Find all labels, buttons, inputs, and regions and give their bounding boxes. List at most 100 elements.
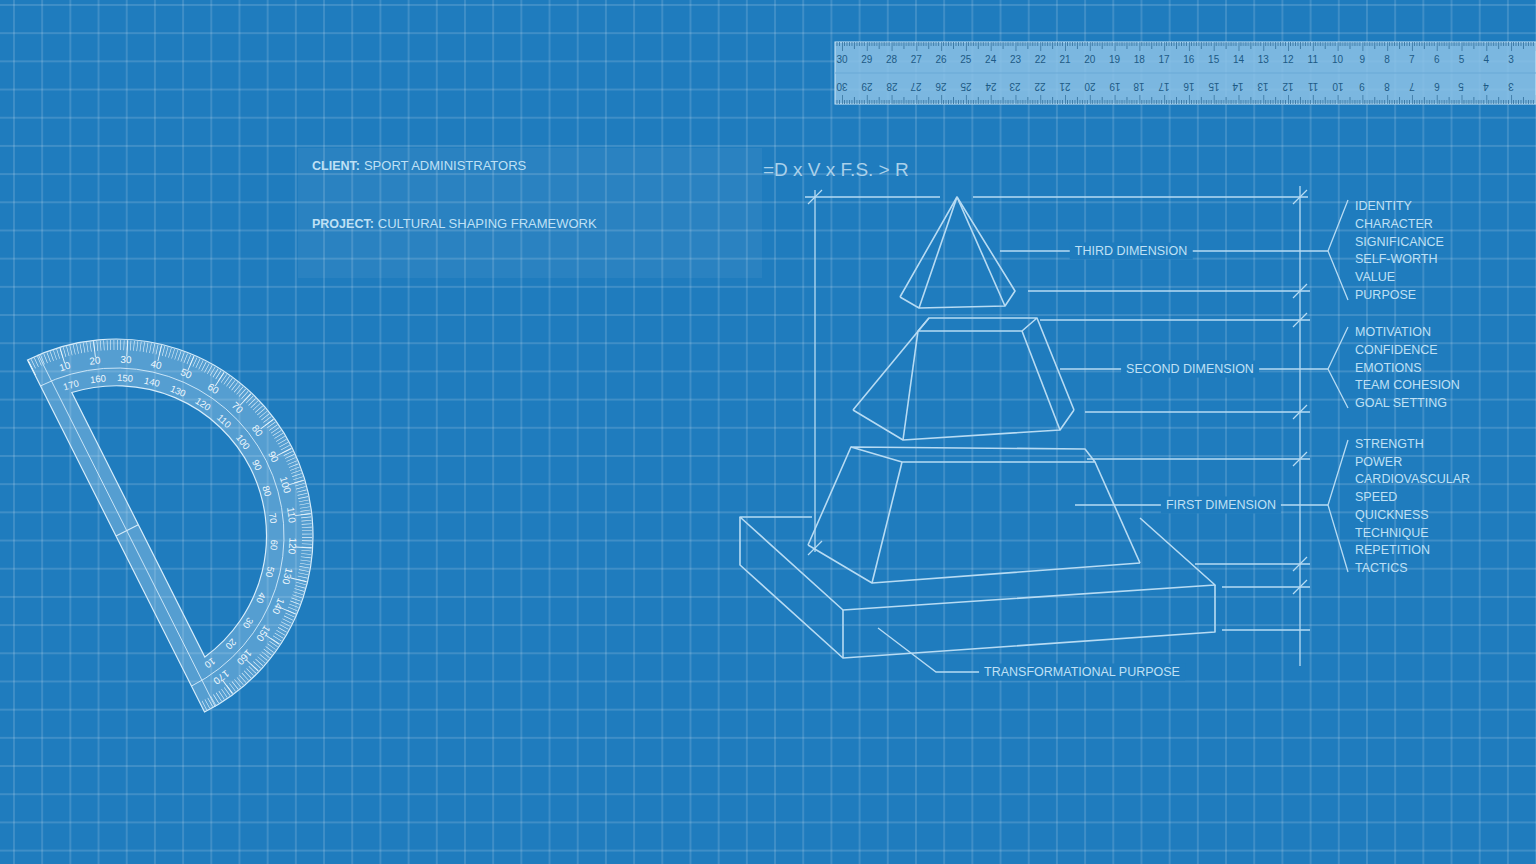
top-tier-edge (957, 197, 1005, 306)
protractor-number: 150 (117, 372, 133, 384)
list-item: TEAM COHESION (1355, 378, 1460, 393)
list-item: CHARACTER (1355, 216, 1433, 231)
protractor-number: 170 (211, 667, 232, 687)
protractor-number: 130 (280, 567, 296, 586)
field-key: CLIENT: (312, 159, 360, 174)
ruler-number: 16 (1183, 80, 1194, 92)
list-item: REPETITION (1355, 543, 1430, 558)
top-tier-edge (919, 197, 957, 308)
protractor-number: 110 (284, 507, 298, 524)
list-item: SIGNIFICANCE (1355, 234, 1444, 249)
list-item: POWER (1355, 454, 1402, 469)
list-item: MOTIVATION (1355, 325, 1431, 340)
protractor-number: 20 (223, 637, 239, 653)
ruler-number: 24 (985, 80, 996, 92)
ruler-number: 27 (911, 54, 922, 66)
base-slab-sides (740, 517, 1215, 658)
protractor-number: 140 (269, 596, 287, 616)
protractor-number: 170 (61, 377, 79, 392)
list-item: GOAL SETTING (1355, 396, 1447, 411)
protractor-number: 30 (240, 615, 255, 630)
protractor-number: 130 (169, 383, 188, 400)
protractor-number: 70 (267, 512, 280, 524)
bracket (1328, 440, 1348, 572)
protractor-number: 40 (150, 358, 164, 372)
ruler-number: 15 (1208, 54, 1219, 66)
list-item: SELF-WORTH (1355, 252, 1437, 267)
ruler (835, 42, 1536, 104)
ruler-number: 24 (985, 54, 996, 66)
list-item: TECHNIQUE (1355, 525, 1429, 540)
ruler-number: 23 (1010, 80, 1021, 92)
protractor-number: 150 (253, 622, 272, 643)
dimension-line (973, 196, 1308, 197)
protractor-number: 160 (234, 647, 254, 667)
dimension-tick (808, 541, 822, 555)
dimension-line (1028, 290, 1310, 291)
protractor-body (27, 271, 380, 712)
base-line (38, 355, 215, 707)
ruler-number: 20 (1084, 80, 1095, 92)
ruler-number: 4 (1483, 80, 1489, 92)
ruler-number: 28 (886, 54, 897, 66)
ruler-number: 23 (1010, 54, 1021, 66)
bracket (1328, 327, 1348, 408)
dimension-tick (808, 190, 822, 204)
protractor-number: 120 (193, 395, 213, 413)
ruler-number: 7 (1409, 80, 1415, 92)
field-value: SPORT ADMINISTRATORS (364, 158, 526, 174)
field-value: CULTURAL SHAPING FRAMEWORK (378, 216, 597, 232)
protractor-number: 80 (260, 484, 274, 497)
base-slab-edge (842, 610, 844, 658)
ruler-number: 14 (1233, 80, 1244, 92)
base-slab (740, 517, 1215, 658)
ruler-number: 5 (1459, 54, 1465, 66)
ruler-number: 26 (936, 80, 947, 92)
ruler-number: 29 (861, 80, 872, 92)
protractor (27, 271, 380, 712)
middle-tier-edge (1022, 331, 1060, 430)
dimension-line (1299, 186, 1300, 666)
ruler-number: 10 (1332, 54, 1343, 66)
ruler-number: 30 (836, 54, 847, 66)
ruler-number: 8 (1384, 80, 1390, 92)
ruler-number: 12 (1282, 80, 1293, 92)
dimension-label: TRANSFORMATIONAL PURPOSE (979, 664, 1185, 681)
dimension-line (1087, 458, 1310, 459)
protractor-number: 90 (265, 449, 281, 464)
ruler-number: 3 (1508, 54, 1514, 66)
ruler-number: 17 (1159, 54, 1170, 66)
bottom-tier-edge (872, 462, 902, 583)
dimension-line (1195, 563, 1310, 564)
protractor-number: 80 (249, 423, 265, 439)
ruler-body (835, 42, 1536, 104)
dimension-label: THIRD DIMENSION (1070, 243, 1193, 260)
center-mark (116, 525, 138, 536)
list-item: TACTICS (1355, 560, 1408, 575)
list-item: STRENGTH (1355, 437, 1424, 452)
top-tier (900, 197, 1015, 308)
protractor-number: 40 (254, 591, 269, 605)
protractor-number: 10 (203, 655, 218, 670)
middle-tier-edge (903, 331, 918, 440)
list-item: CARDIOVASCULAR (1355, 472, 1470, 487)
protractor-number: 160 (89, 372, 106, 385)
dimension-label: SECOND DIMENSION (1121, 361, 1259, 378)
top-tier-outline (900, 197, 1015, 308)
middle-tier (853, 318, 1074, 440)
ruler-number: 25 (960, 80, 971, 92)
protractor-number: 70 (229, 400, 245, 416)
protractor-number: 110 (215, 412, 234, 431)
ruler-number: 5 (1459, 80, 1465, 92)
base-slab-top (740, 517, 1215, 610)
protractor-number: 60 (268, 539, 280, 550)
middle-tier-bottom (853, 410, 1074, 440)
list-item: PURPOSE (1355, 288, 1416, 303)
ruler-number: 6 (1434, 54, 1440, 66)
ruler-number: 12 (1282, 54, 1293, 66)
protractor-number: 50 (178, 367, 193, 382)
ruler-number: 10 (1332, 80, 1343, 92)
ruler-number: 18 (1134, 54, 1145, 66)
dimension-label: FIRST DIMENSION (1161, 497, 1281, 514)
